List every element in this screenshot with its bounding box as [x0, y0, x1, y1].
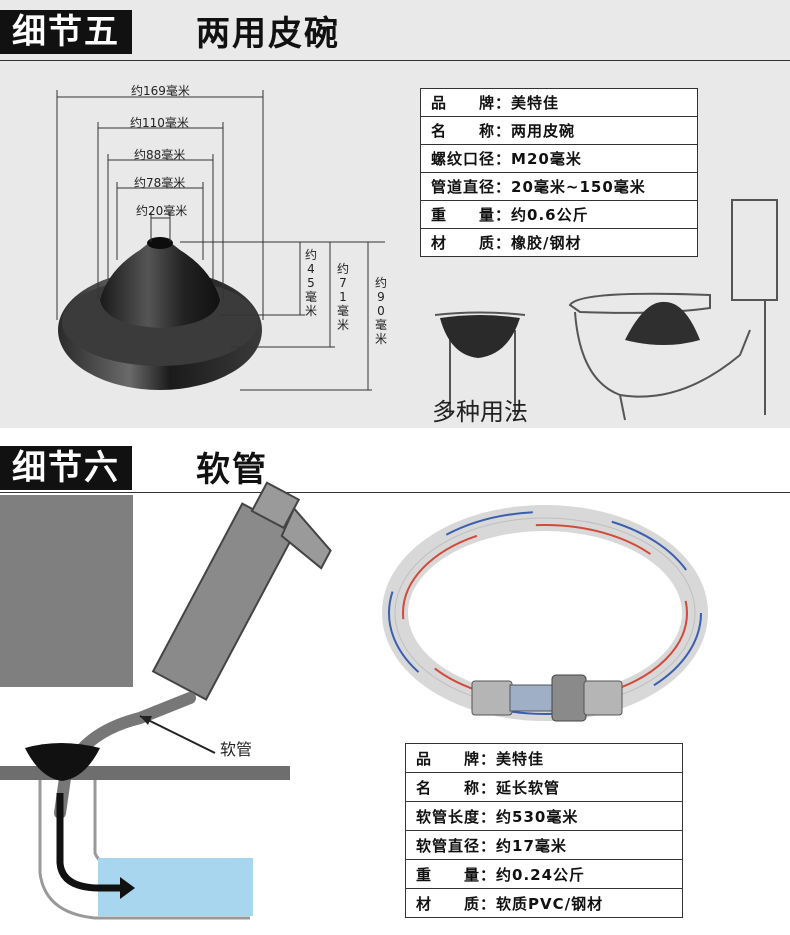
table-row: 材 质：橡胶/钢材	[420, 228, 698, 257]
spec-label: 重 量：	[431, 206, 512, 224]
section-badge: 细节五	[0, 10, 132, 54]
spec-label: 螺纹口径：	[431, 150, 512, 168]
divider	[0, 492, 790, 493]
table-row: 重 量：约0.6公斤	[420, 200, 698, 229]
spec-value: 约0.6公斤	[511, 206, 589, 224]
divider	[0, 60, 790, 61]
dim-20: 约20毫米	[136, 204, 188, 218]
spec-value: 20毫米~150毫米	[511, 178, 646, 196]
wall-block	[0, 495, 133, 687]
spec-table-plunger: 品 牌：美特佳 名 称：两用皮碗 螺纹口径：M20毫米 管道直径：20毫米~15…	[420, 88, 698, 257]
section-badge: 细节六	[0, 446, 132, 490]
spec-value: 约17毫米	[496, 836, 567, 855]
dim-45: 约45毫米	[304, 248, 317, 318]
hose-pointer-label: 软管	[220, 740, 253, 759]
spec-table-hose: 品 牌：美特佳 名 称：延长软管 软管长度：约530毫米 软管直径：约17毫米 …	[405, 743, 683, 918]
spec-label: 材 质：	[416, 894, 497, 913]
table-row: 材 质：软质PVC/钢材	[405, 888, 683, 918]
spec-value: 约530毫米	[496, 807, 579, 826]
spec-value: 软质PVC/钢材	[496, 894, 604, 913]
section-title: 软管	[196, 450, 268, 490]
dim-71: 约71毫米	[336, 262, 349, 332]
table-row: 品 牌：美特佳	[405, 743, 683, 773]
spec-label: 名 称：	[416, 778, 497, 797]
dim-88: 约88毫米	[134, 148, 186, 162]
spec-value: 美特佳	[511, 94, 560, 112]
hose-usage-illustration	[0, 481, 332, 920]
dim-110: 约110毫米	[130, 116, 189, 130]
table-row: 品 牌：美特佳	[420, 88, 698, 117]
table-row: 重 量：约0.24公斤	[405, 859, 683, 889]
plunger-cup-image	[56, 90, 385, 391]
spec-label: 材 质：	[431, 234, 512, 252]
table-row: 软管长度：约530毫米	[405, 801, 683, 831]
spec-label: 软管长度：	[416, 807, 497, 826]
section-detail-5: 细节五 两用皮碗	[0, 0, 790, 428]
dim-169: 约169毫米	[131, 84, 190, 98]
spec-label: 重 量：	[416, 865, 497, 884]
spec-value: M20毫米	[511, 150, 582, 168]
table-row: 管道直径：20毫米~150毫米	[420, 172, 698, 201]
table-row: 软管直径：约17毫米	[405, 830, 683, 860]
spec-value: 美特佳	[496, 749, 545, 768]
spec-label: 软管直径：	[416, 836, 497, 855]
spec-value: 延长软管	[496, 778, 561, 797]
spec-label: 管道直径：	[431, 178, 512, 196]
spec-label: 名 称：	[431, 122, 512, 140]
table-row: 螺纹口径：M20毫米	[420, 144, 698, 173]
usage-caption: 多种用法	[432, 398, 528, 426]
spec-value: 橡胶/钢材	[511, 234, 582, 252]
section-title: 两用皮碗	[196, 14, 340, 54]
section-detail-6: 细节六 软管 软管	[0, 428, 790, 935]
spec-value: 约0.24公斤	[496, 865, 586, 884]
table-row: 名 称：两用皮碗	[420, 116, 698, 145]
table-row: 名 称：延长软管	[405, 772, 683, 802]
spec-label: 品 牌：	[431, 94, 512, 112]
hose-product-image	[382, 505, 708, 722]
spec-label: 品 牌：	[416, 749, 497, 768]
dim-90: 约90毫米	[374, 276, 387, 346]
spec-value: 两用皮碗	[511, 122, 576, 140]
usage-illustration	[434, 199, 778, 421]
dim-78: 约78毫米	[134, 176, 186, 190]
